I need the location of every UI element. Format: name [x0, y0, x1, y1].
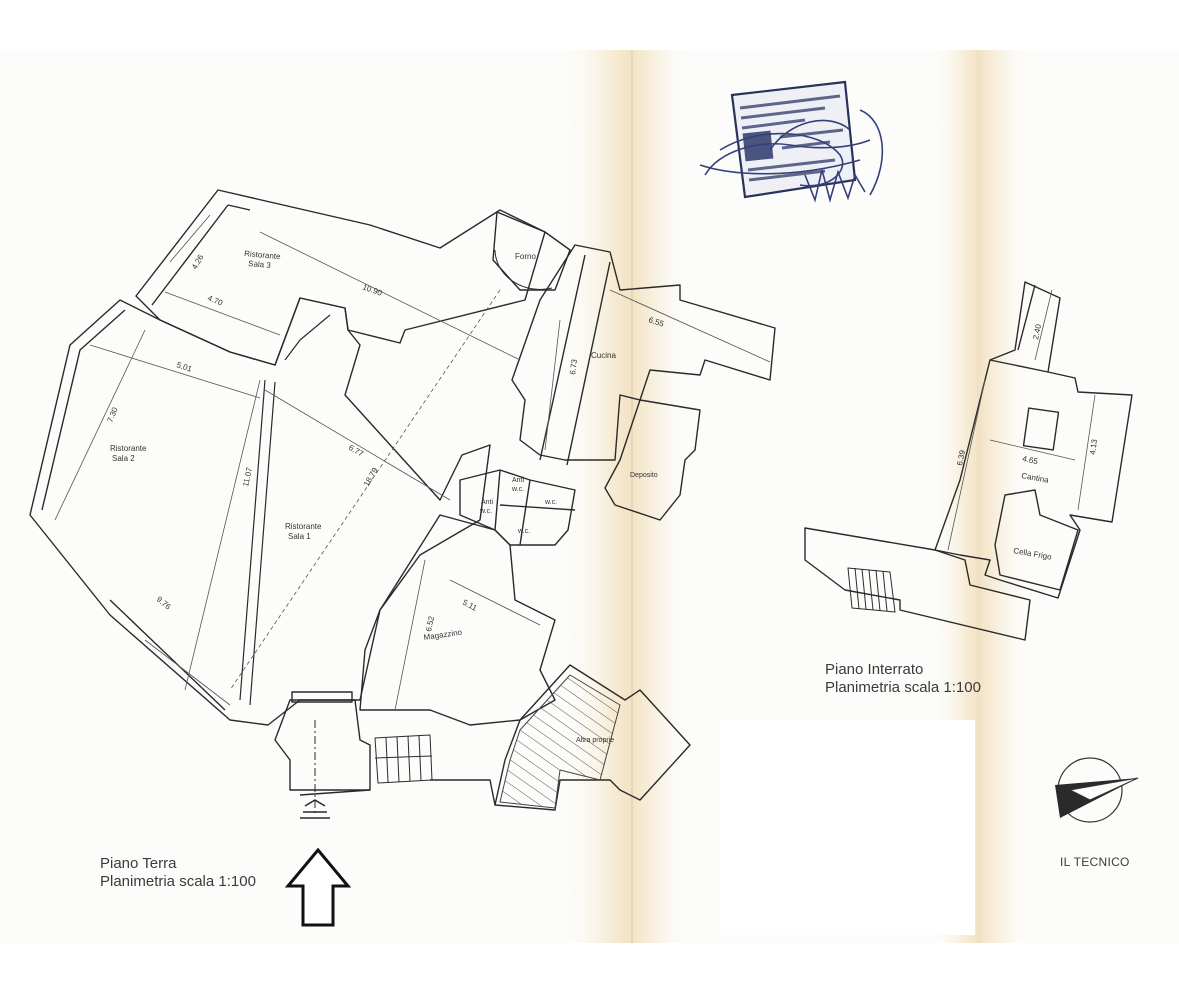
dimension-label: 4.65	[1022, 454, 1040, 466]
inner-room-block	[1022, 407, 1060, 451]
room-label: Forno	[515, 252, 536, 261]
whiteout-patch	[720, 720, 975, 935]
dimension-lines	[947, 289, 1096, 551]
wall-wc-block	[459, 469, 576, 546]
dimension-label: 6.52	[424, 615, 436, 633]
professional-stamp	[699, 80, 884, 204]
room-label: Altra proprie	[576, 737, 614, 744]
room-label: w.c.	[544, 499, 557, 506]
room-label: w.c.	[517, 528, 530, 535]
room-label: Sala 1	[288, 532, 311, 541]
wall-sala2	[29, 297, 491, 726]
room-labels: Ristorante Sala 3 Ristorante Sala 2 Rist…	[110, 249, 658, 744]
room-label: Ristorante	[244, 249, 282, 261]
room-label: w.c.	[479, 508, 492, 515]
stamp-emblem	[742, 130, 774, 162]
caption-title: Piano Interrato	[825, 661, 924, 678]
wall-magazzino	[359, 514, 556, 726]
room-label: w.c.	[511, 486, 524, 493]
entrance-arrow-icon	[284, 847, 352, 927]
caption-title: Piano Terra	[100, 855, 177, 872]
fold-shadow	[632, 50, 692, 943]
dimension-label: 6.39	[955, 449, 967, 467]
room-label: Sala 3	[248, 259, 272, 270]
room-label: Ristorante	[285, 522, 322, 531]
wc-partition	[494, 469, 501, 531]
dimension-label: 11.07	[241, 466, 254, 487]
hatched-area	[499, 674, 621, 809]
wall-sala2-inner	[41, 309, 226, 711]
basement-caption: Piano Interrato Planimetria scala 1:100	[825, 661, 981, 697]
fold-shadow	[560, 50, 632, 943]
room-label: Deposito	[630, 472, 658, 479]
room-label: Anti	[512, 477, 525, 484]
dimension-label: 6.73	[568, 358, 579, 375]
dimension-label: 4.13	[1088, 438, 1099, 455]
stamp-lines	[739, 94, 844, 182]
wall-cantina-inner	[989, 284, 1049, 373]
dimension-label: 2.40	[1031, 323, 1043, 341]
handwritten-signature	[699, 109, 884, 204]
dimension-labels: 2.40 4.13 4.65 6.39	[955, 323, 1099, 467]
wall-corridor	[804, 527, 1031, 641]
wall-cella-frigo	[994, 489, 1079, 591]
wall-sala3-inner	[151, 204, 251, 306]
caption-subtitle: Planimetria scala 1:100	[825, 679, 981, 696]
stairs	[847, 567, 896, 613]
room-label: Anti	[481, 499, 494, 506]
oven-arc	[494, 249, 553, 290]
signature-label: IL TECNICO	[1060, 855, 1130, 869]
room-label: Cucina	[591, 351, 616, 360]
basement-plan	[804, 281, 1133, 641]
wall-cucina	[511, 244, 776, 461]
wc-partition	[499, 504, 576, 511]
room-label: Ristorante	[110, 444, 147, 453]
wall-deposito	[604, 399, 701, 521]
lower-wall	[299, 779, 496, 806]
entrance-step	[291, 691, 353, 703]
room-label: Sala 2	[112, 454, 135, 463]
wall-forno	[492, 211, 571, 291]
entrance-marker	[300, 799, 330, 819]
wall-cantina	[934, 281, 1133, 599]
north-arrow-icon	[1055, 757, 1139, 823]
partition-wall	[239, 379, 276, 706]
caption-subtitle: Planimetria scala 1:100	[100, 873, 256, 890]
ground-floor-plan	[29, 189, 776, 819]
dimension-lines	[54, 214, 771, 711]
partition-wall	[284, 314, 331, 361]
ground-floor-caption: Piano Terra Planimetria scala 1:100	[100, 855, 256, 891]
wc-partition	[519, 479, 531, 546]
